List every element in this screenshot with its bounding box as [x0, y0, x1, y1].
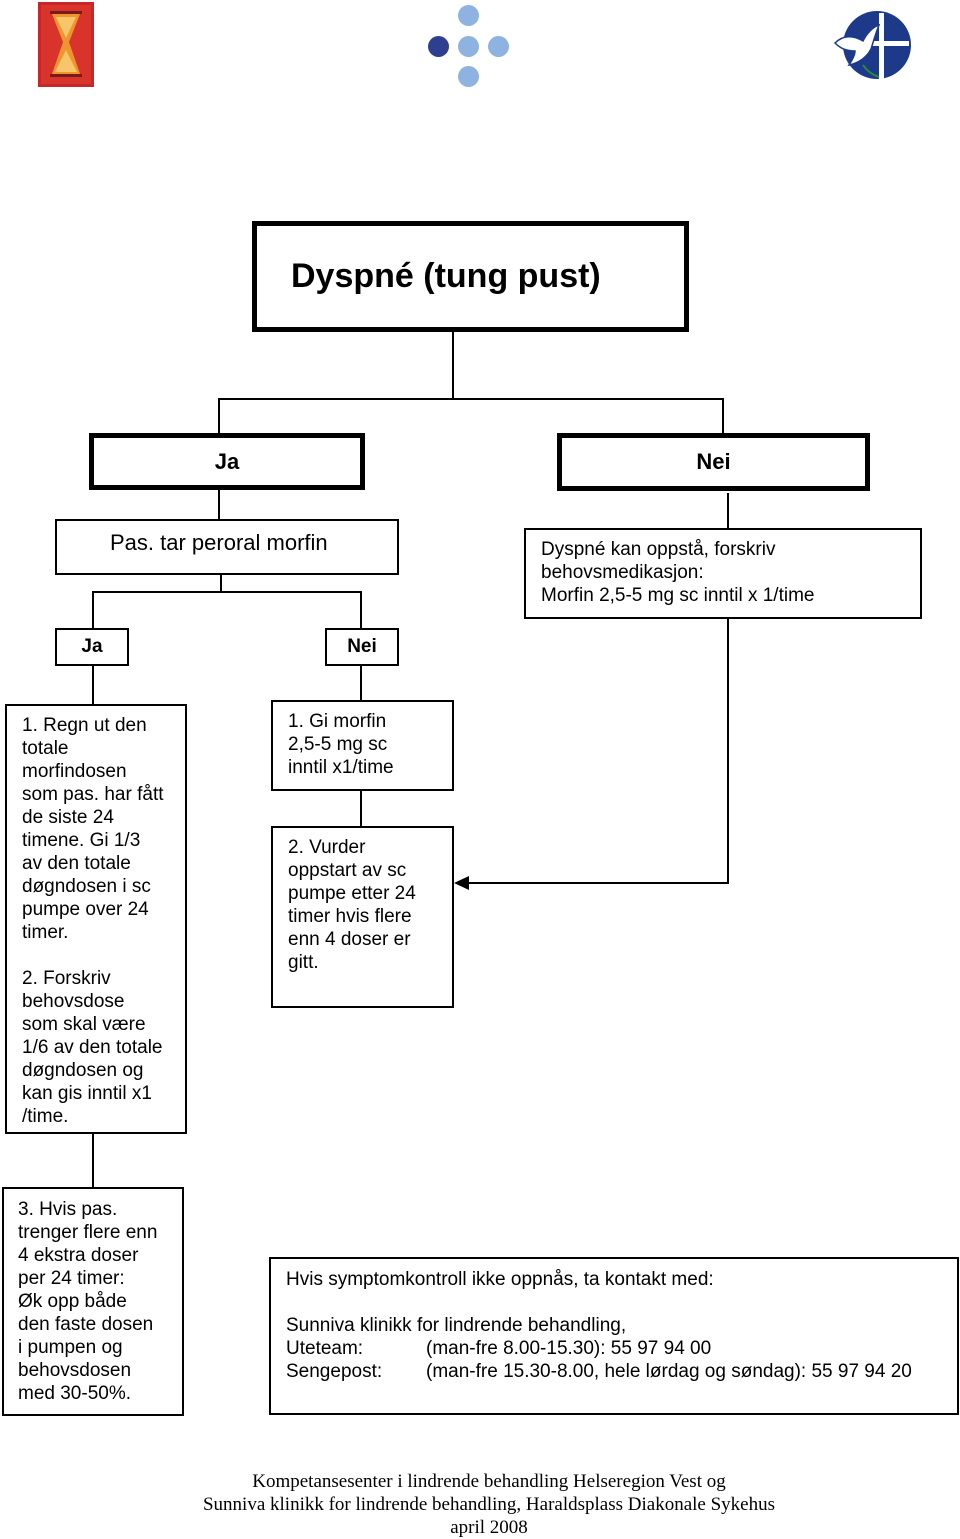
hourglass-logo: [38, 2, 94, 87]
step3-line: den faste dosen: [18, 1314, 154, 1335]
sub-yes-label: Ja: [81, 636, 103, 657]
yes-step-line: timer.: [22, 922, 69, 943]
step3-line: i pumpen og: [18, 1337, 123, 1358]
connector-no-to-text: [727, 493, 729, 529]
no-branch-line: Morfin 2,5-5 mg sc inntil x 1/time: [541, 585, 815, 606]
contact-row: Uteteam: (man-fre 8.00-15.30): 55 97 94 …: [286, 1337, 957, 1360]
branch-no-label: Nei: [696, 449, 731, 474]
connector-branch-no: [722, 398, 724, 435]
connector-subyes-down: [92, 664, 94, 705]
no-branch-box: Dyspné kan oppstå, forskriv behovsmedika…: [524, 528, 922, 619]
no-step2-line: gitt.: [288, 952, 319, 973]
yes-step-line: timene. Gi 1/3: [22, 830, 141, 851]
branch-yes-box: Ja: [89, 433, 365, 490]
dove-cross-logo: [833, 5, 913, 85]
connector-branch-yes: [218, 398, 220, 435]
yes-step-line: /time.: [22, 1106, 69, 1127]
connector-sub-yes: [92, 591, 94, 629]
step3-line: behovsdosen: [18, 1360, 132, 1381]
sub-no-label: Nei: [347, 636, 377, 657]
no-step2-line: oppstart av sc: [288, 860, 407, 881]
step3-line: Øk opp både: [18, 1291, 127, 1312]
yes-step-line: pumpe over 24: [22, 899, 149, 920]
footer: Kompetansesenter i lindrende behandling …: [0, 1470, 960, 1539]
step3-line: 3. Hvis pas.: [18, 1199, 118, 1220]
yes-step-line: som pas. har fått: [22, 784, 164, 805]
connector-title-down: [452, 330, 454, 400]
connector-right-vertical: [727, 618, 729, 884]
connector-nostep1-to-step2: [360, 789, 362, 827]
connector-sub-horizontal: [92, 591, 362, 593]
sub-no-box: Nei: [325, 628, 399, 666]
no-step1-line: inntil x1/time: [288, 757, 394, 778]
yes-step-line: som skal være: [22, 1014, 146, 1035]
yes-step-line: døgndosen og: [22, 1060, 144, 1081]
step3-line: trenger flere enn: [18, 1222, 158, 1243]
contact-clinic: Sunniva klinikk for lindrende behandling…: [286, 1315, 627, 1336]
no-step2-line: timer hvis flere: [288, 906, 412, 927]
oral-morphine-box: Pas. tar peroral morfin: [55, 519, 399, 575]
no-step1-box: 1. Gi morfin 2,5-5 mg sc inntil x1/time: [271, 700, 454, 791]
no-branch-line: Dyspné kan oppstå, forskriv: [541, 539, 776, 560]
yes-step-line: 2. Forskriv: [22, 968, 111, 989]
oral-morphine-text: Pas. tar peroral morfin: [110, 530, 328, 555]
footer-line: Kompetansesenter i lindrende behandling …: [252, 1471, 726, 1492]
yes-step-line: totale: [22, 738, 69, 759]
no-step2-line: 2. Vurder: [288, 837, 366, 858]
yes-steps-box: 1. Regn ut den totale morfindosen som pa…: [5, 704, 187, 1134]
contact-row-label: Uteteam:: [286, 1338, 364, 1359]
no-branch-line: behovsmedikasjon:: [541, 562, 704, 583]
step3-box: 3. Hvis pas. trenger flere enn 4 ekstra …: [2, 1187, 184, 1416]
footer-line: Sunniva klinikk for lindrende behandling…: [202, 1494, 775, 1515]
contact-row-value: (man-fre 15.30-8.00, hele lørdag og sønd…: [426, 1361, 912, 1382]
yes-step-line: morfindosen: [22, 761, 127, 782]
yes-step-line: behovsdose: [22, 991, 125, 1012]
step3-line: 4 ekstra doser: [18, 1245, 139, 1266]
yes-step-line: 1. Regn ut den: [22, 715, 147, 736]
no-step1-line: 2,5-5 mg sc: [288, 734, 388, 755]
contact-row: Sengepost: (man-fre 15.30-8.00, hele lør…: [286, 1360, 957, 1383]
sub-yes-box: Ja: [55, 628, 129, 666]
contact-intro: Hvis symptomkontroll ikke oppnås, ta kon…: [286, 1269, 714, 1290]
yes-step-line: 1/6 av den totale: [22, 1037, 163, 1058]
branch-no-box: Nei: [557, 433, 870, 491]
contact-row-label: Sengepost:: [286, 1361, 383, 1382]
yes-step-line: av den totale: [22, 853, 131, 874]
arrowhead-icon: [454, 876, 469, 890]
step3-line: med 30-50%.: [18, 1383, 132, 1404]
step3-line: per 24 timer:: [18, 1268, 125, 1289]
no-step1-line: 1. Gi morfin: [288, 711, 387, 732]
connector-branch-horizontal: [218, 398, 724, 400]
yes-step-line: de siste 24: [22, 807, 114, 828]
connector-right-horizontal: [468, 882, 729, 884]
dots-logo: [425, 5, 513, 90]
no-step2-box: 2. Vurder oppstart av sc pumpe etter 24 …: [271, 826, 454, 1008]
title-text: Dyspné (tung pust): [291, 257, 601, 295]
connector-sub-no: [360, 591, 362, 629]
contact-row-value: (man-fre 8.00-15.30): 55 97 94 00: [426, 1338, 712, 1359]
page-title: Dyspné (tung pust): [252, 221, 689, 332]
yes-step-spacer: [22, 944, 185, 967]
no-step2-line: enn 4 doser er: [288, 929, 411, 950]
yes-step-line: kan gis inntil x1: [22, 1083, 152, 1104]
connector-oral-down: [220, 573, 222, 593]
footer-line: april 2008: [450, 1517, 528, 1538]
contact-box: Hvis symptomkontroll ikke oppnås, ta kon…: [269, 1257, 959, 1415]
branch-yes-label: Ja: [214, 448, 240, 474]
connector-yessteps-to-step3: [92, 1132, 94, 1188]
connector-yes-to-oral: [218, 488, 220, 521]
no-step2-line: pumpe etter 24: [288, 883, 416, 904]
yes-step-line: døgndosen i sc: [22, 876, 151, 897]
connector-subno-down: [360, 664, 362, 701]
